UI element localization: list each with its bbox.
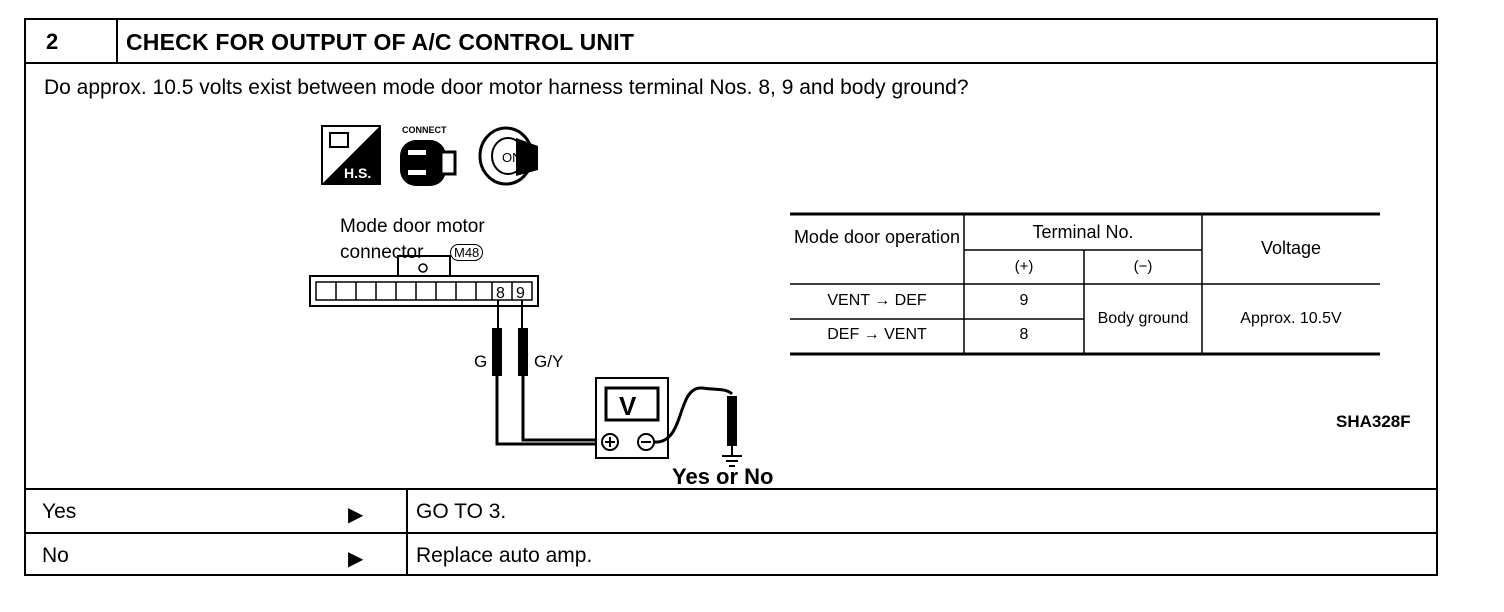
svg-text:H.S.: H.S. (344, 165, 371, 181)
voltmeter: V (595, 377, 742, 467)
svg-text:CONNECT: CONNECT (402, 125, 447, 135)
arrow-icon: ▶ (348, 548, 364, 570)
ignition-on-icon: ON (478, 126, 538, 186)
connector-label-line1: Mode door motor (340, 216, 485, 237)
answer-divider (406, 534, 408, 576)
diagnostic-step-frame: 2 CHECK FOR OUTPUT OF A/C CONTROL UNIT D… (24, 18, 1438, 576)
step-header: 2 CHECK FOR OUTPUT OF A/C CONTROL UNIT (26, 20, 1436, 64)
header-plus: (+) (1014, 258, 1034, 275)
inspection-question: Do approx. 10.5 volts exist between mode… (44, 76, 969, 99)
hs-harness-icon: H.S. (321, 125, 381, 185)
row-operation: DEF → VENT (827, 326, 927, 343)
step-title: CHECK FOR OUTPUT OF A/C CONTROL UNIT (126, 29, 635, 55)
voltage-spec-table: Mode door operation Terminal No. (+) (−)… (790, 212, 1380, 356)
figure-code: SHA328F (1336, 412, 1411, 431)
terminal-9-label: 9 (516, 285, 525, 302)
yes-or-no-prompt: Yes or No (672, 464, 774, 489)
answer-key: No (42, 544, 69, 567)
wiring-diagram-svg: H.S. CONNECT ON (309, 125, 742, 467)
connector-label-line2: connector (340, 242, 424, 263)
terminal-8-label: 8 (496, 285, 505, 302)
answer-action: GO TO 3. (416, 500, 507, 523)
voltmeter-probes (492, 300, 602, 446)
step-number: 2 (46, 29, 59, 54)
voltage-value: Approx. 10.5V (1240, 310, 1342, 327)
mode-door-motor-connector: 8 9 (309, 255, 539, 307)
wire-color-right: G/Y (534, 352, 564, 371)
answer-divider (406, 490, 408, 532)
answer-row-yes: Yes ▶ GO TO 3. (26, 488, 1436, 532)
row-plus: 9 (1019, 292, 1029, 309)
svg-text:V: V (619, 391, 637, 421)
connect-icon: CONNECT (400, 125, 457, 186)
answer-action: Replace auto amp. (416, 544, 593, 567)
answer-row-no: No ▶ Replace auto amp. (26, 532, 1436, 576)
test-diagram: H.S. CONNECT ON (26, 66, 1436, 492)
header-divider (116, 20, 118, 62)
wire-color-left: G (474, 352, 488, 371)
arrow-icon: ▶ (348, 504, 364, 526)
header-minus: (−) (1133, 258, 1153, 275)
table-grid (790, 212, 1380, 356)
row-operation: VENT → DEF (827, 292, 927, 309)
svg-text:ON: ON (502, 150, 522, 165)
header-operation: Mode door operation (793, 227, 961, 247)
header-voltage: Voltage (1260, 238, 1322, 258)
connector-id-badge: M48 (450, 244, 484, 261)
minus-value: Body ground (1097, 310, 1189, 327)
header-terminal: Terminal No. (1032, 222, 1134, 242)
row-plus: 8 (1019, 326, 1029, 343)
answer-key: Yes (42, 500, 77, 523)
